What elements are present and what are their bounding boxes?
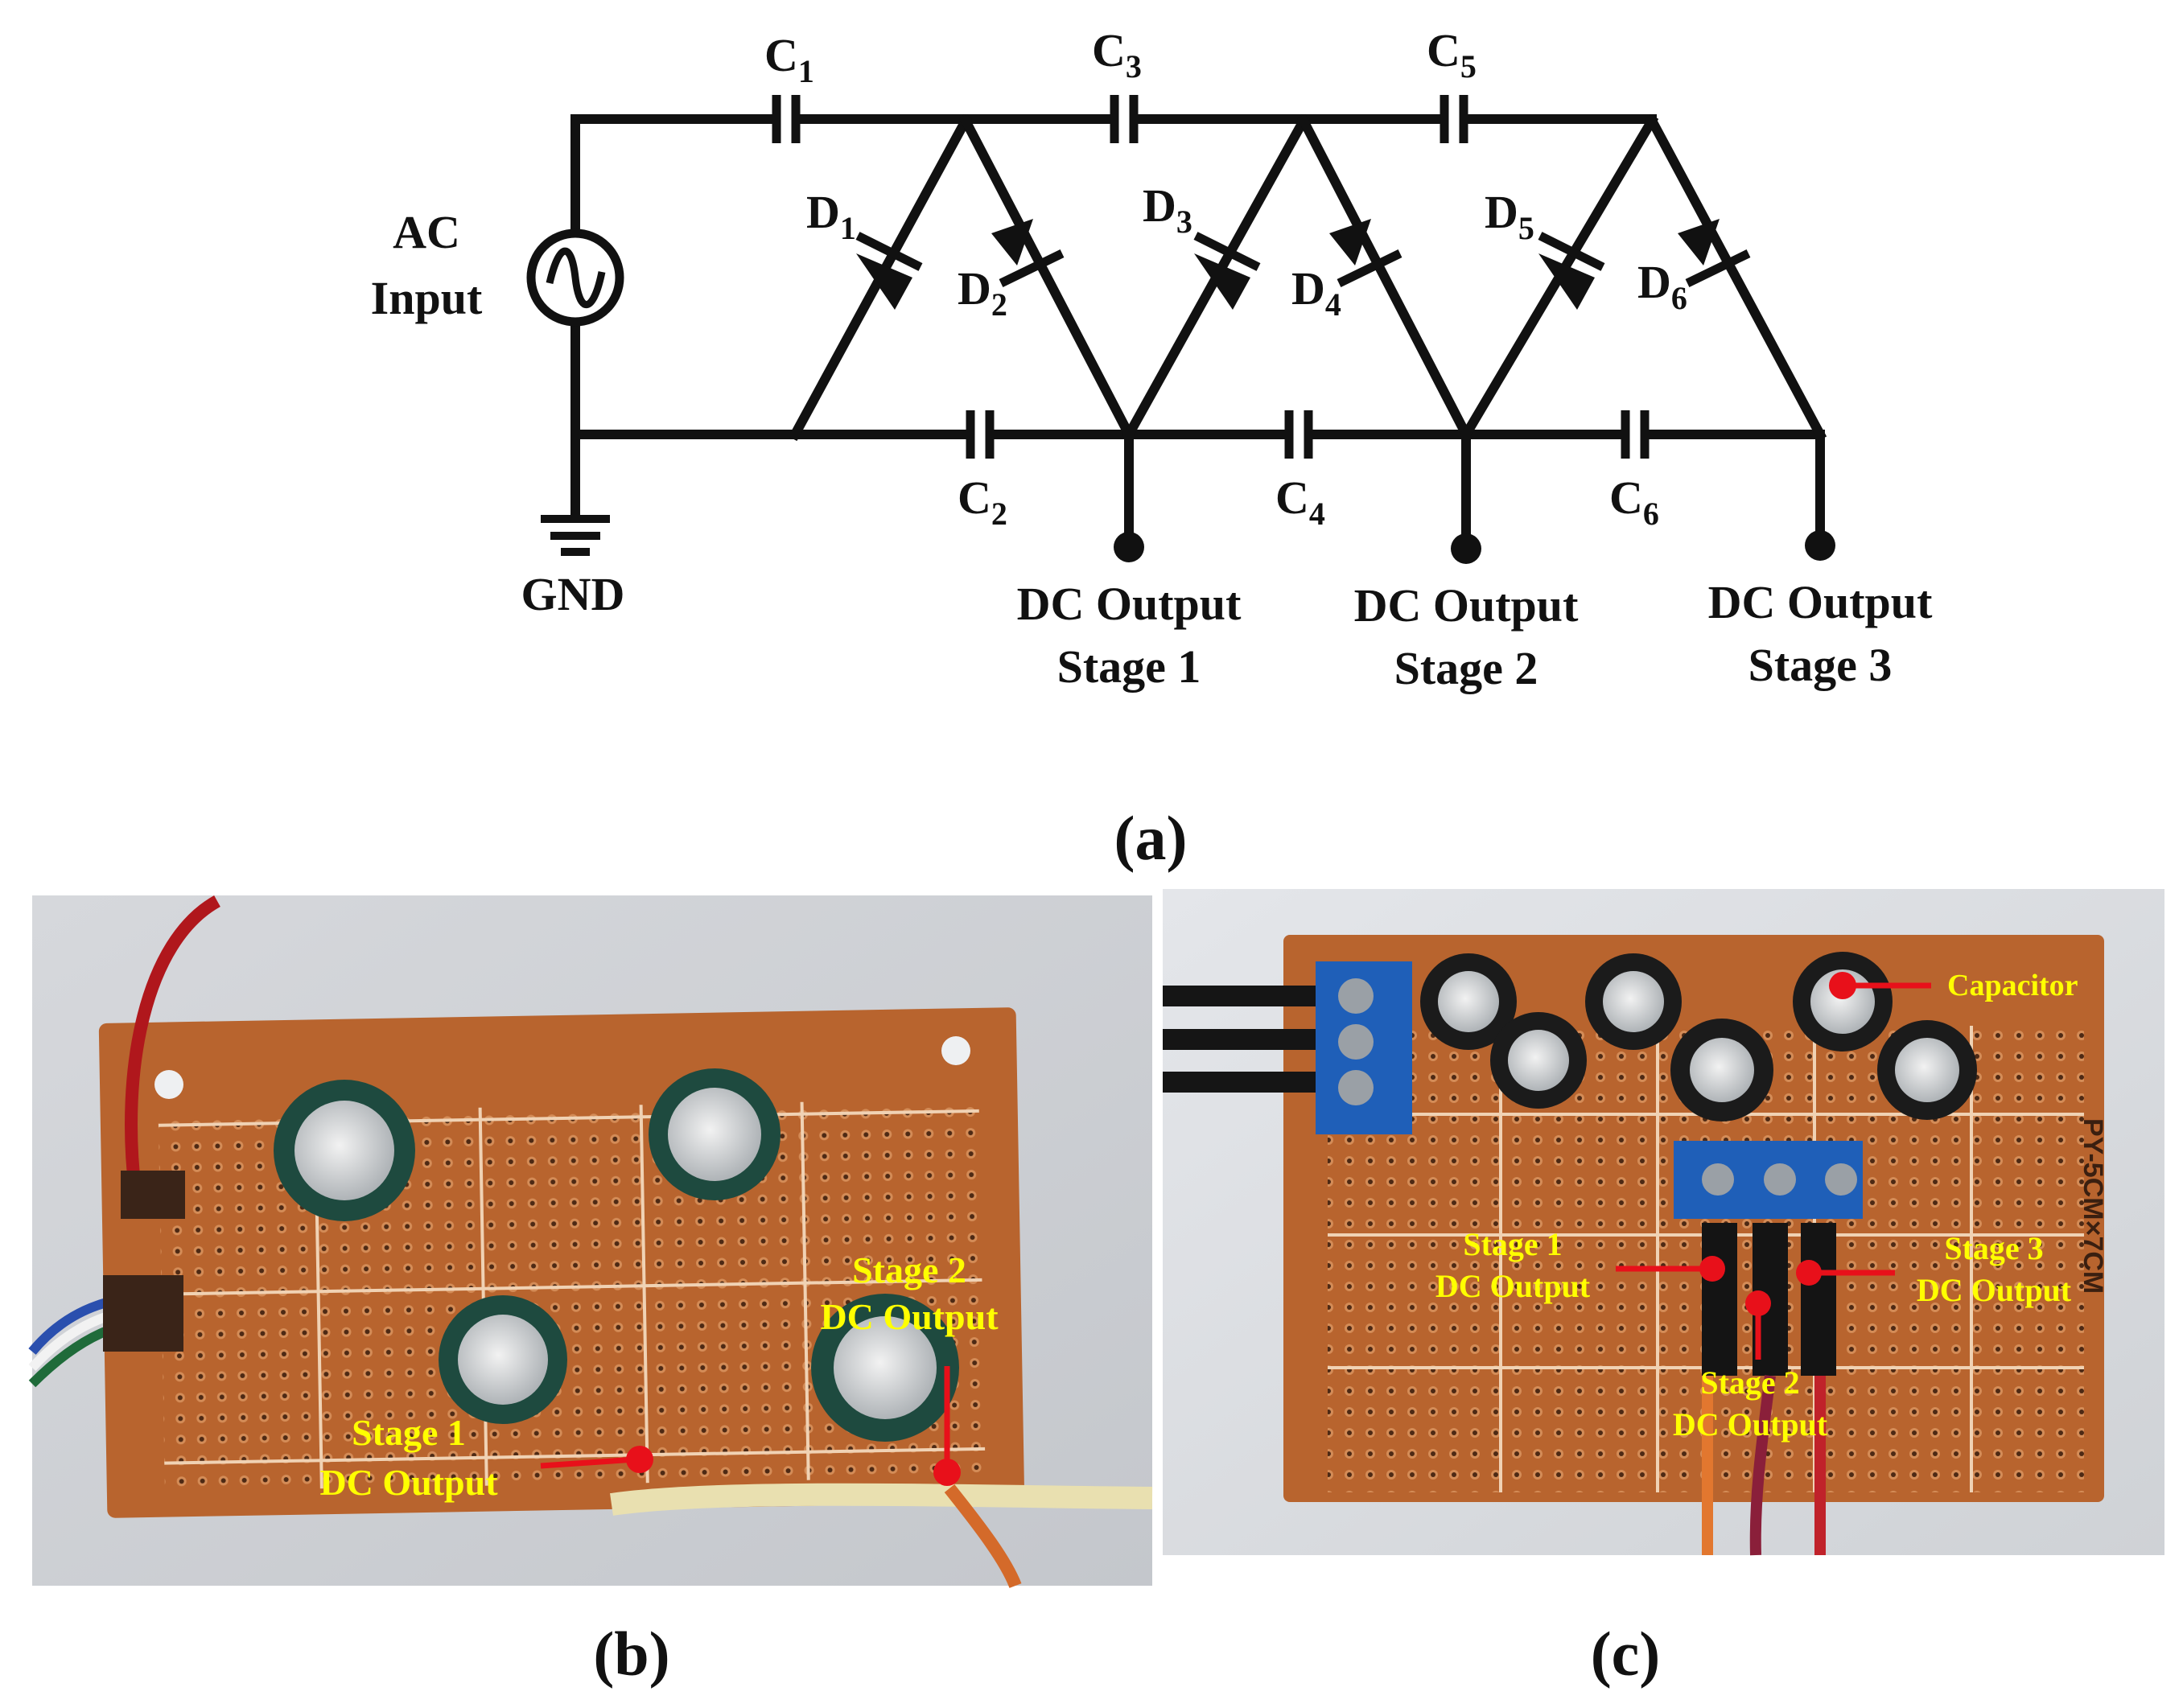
output-stage3-line1: DC Output [1708,576,1933,628]
diode-d6-icon [1678,219,1751,287]
diode-d2-icon [991,219,1065,287]
capacitor-icon [1670,1019,1773,1122]
photo-c-stage3-line1: Stage 3 [1944,1230,2043,1266]
diode-d5-icon [1538,232,1605,310]
photo-c-stage3-line2: DC Output [1917,1272,2072,1308]
photo-b: Stage 2 DC Output Stage 1 DC Output [28,895,1153,1589]
photo-c-stage1-line2: DC Output [1435,1268,1591,1304]
capacitor-c6-icon [1621,410,1650,459]
photo-b-stage2-line1: Stage 2 [852,1249,966,1290]
capacitor-c4-icon [1284,410,1313,459]
capacitor-c3-label: C3 [1092,24,1142,84]
capacitor-icon [811,1294,959,1442]
diode-d4-label: D4 [1291,262,1341,323]
capacitor-icon [1585,953,1682,1050]
capacitor-c3-icon [1110,95,1139,143]
diode-d3-icon [1193,232,1261,310]
diode-d5-label: D5 [1485,186,1534,246]
output-stage2-line1: DC Output [1354,579,1579,632]
capacitor-icon [274,1080,415,1221]
caption-a: (a) [1114,803,1188,873]
photo-c-capacitor-label: Capacitor [1947,969,2078,1002]
photo-b-stage2-line2: DC Output [820,1296,999,1337]
capacitor-icon [439,1295,567,1424]
terminal-block-icon [1316,961,1412,1134]
caption-c: (c) [1591,1619,1661,1689]
diode-d4-icon [1329,219,1402,287]
capacitor-c2-icon [966,410,995,459]
photo-b-stage1-line1: Stage 1 [352,1412,466,1453]
diode-d1-label: D1 [806,186,856,246]
schematic: AC Input GND C1 C3 C5 C2 C4 C6 D1 D2 D3 … [371,24,1933,694]
output-terminal-stage3 [1805,530,1835,561]
output-terminal-block-icon [1674,1141,1863,1219]
ground-label: GND [521,568,625,620]
diode-d2-label: D2 [958,262,1007,323]
capacitor-c6-label: C6 [1609,471,1659,532]
capacitor-c5-label: C5 [1427,24,1477,84]
photo-c-stage2-line2: DC Output [1673,1406,1828,1443]
capacitor-icon [1793,952,1893,1052]
diode-d6-label: D6 [1637,256,1687,316]
ac-source-icon [526,228,624,327]
output-stage2-line2: Stage 2 [1394,642,1538,694]
output-stage1-line1: DC Output [1017,578,1242,630]
ac-input-label-line2: Input [371,272,483,324]
capacitor-icon [1490,1012,1587,1109]
diode-d1-icon [855,232,923,310]
output-stage3-line2: Stage 3 [1748,639,1893,691]
capacitor-c1-icon [772,95,801,143]
photo-c-stage2-line1: Stage 2 [1700,1364,1799,1401]
ac-input-label-line1: AC [393,206,460,258]
capacitor-c1-label: C1 [764,29,814,89]
photo-b-stage1-line2: DC Output [319,1462,498,1503]
output-terminal-stage2 [1451,533,1481,564]
capacitor-c5-icon [1440,95,1468,143]
photo-c-board-text: PY-5CM×7CM [2078,1118,2108,1294]
capacitor-c2-label: C2 [958,471,1007,532]
capacitor-c4-label: C4 [1275,471,1325,532]
photo-c: PY-5CM×7CM [1163,889,2164,1556]
output-stage1-line2: Stage 1 [1057,640,1201,693]
caption-b: (b) [593,1619,669,1689]
diode-d3-label: D3 [1143,179,1192,240]
capacitor-icon [1420,953,1517,1050]
ground-icon [541,515,610,556]
photo-c-stage1-line1: Stage 1 [1463,1226,1562,1262]
output-terminal-stage1 [1114,532,1144,562]
capacitor-icon [1877,1020,1977,1120]
capacitor-icon [649,1068,781,1200]
